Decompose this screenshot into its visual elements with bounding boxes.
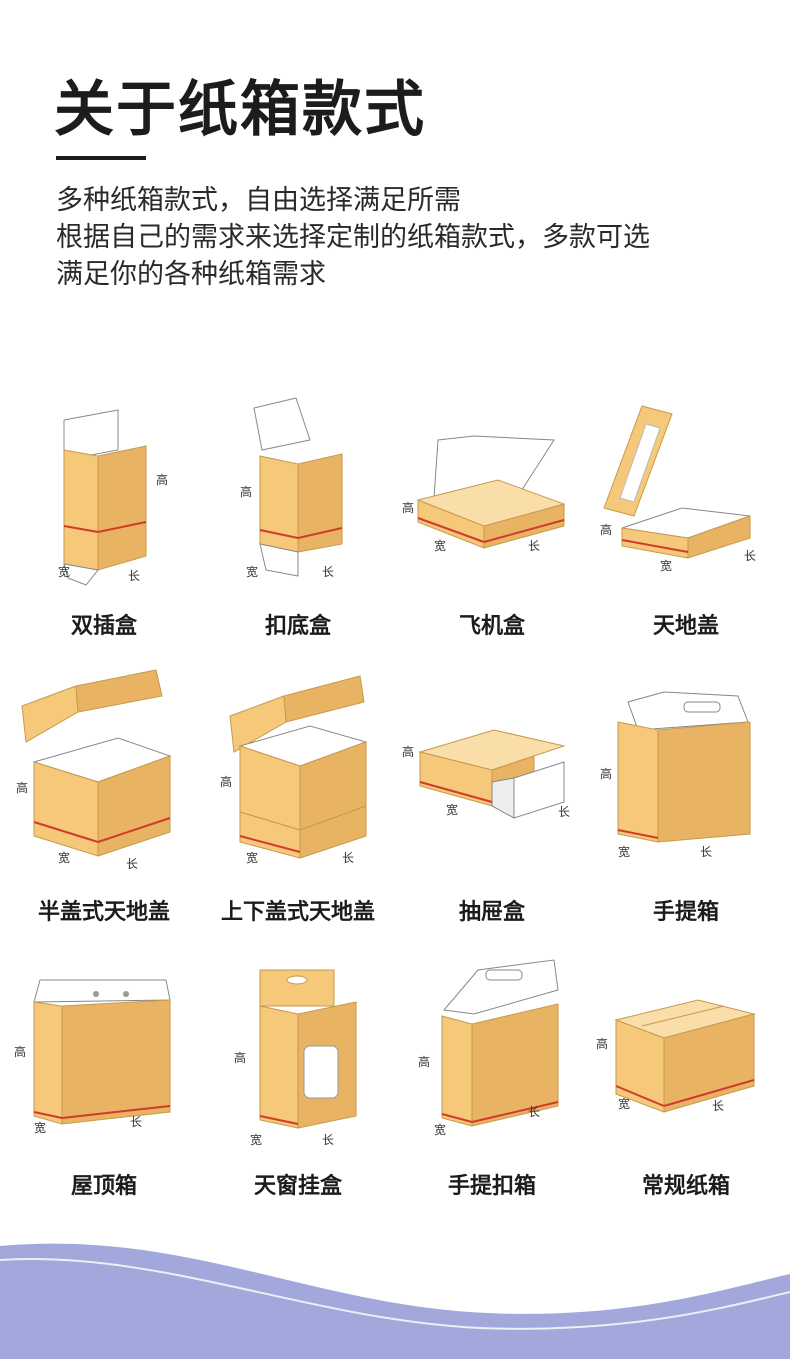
box-card-half-lid: 高 宽 长 半盖式天地盖: [6, 666, 202, 926]
page-title: 关于纸箱款式: [54, 75, 426, 145]
desc-line-3: 满足你的各种纸箱需求: [56, 259, 326, 290]
dim-long-label: 长: [528, 1105, 540, 1119]
window-hanger-box-illustration: 高 宽 长: [234, 969, 357, 1147]
dim-high-label: 高: [156, 472, 168, 487]
box-name: 手提箱: [652, 900, 719, 925]
dim-wide-label: 宽: [434, 1122, 446, 1137]
full-lid-box-illustration: 高 宽 长: [220, 675, 368, 865]
dim-high-label: 高: [220, 774, 232, 789]
box-card-handle-lock: 高 宽 长 手提扣箱: [394, 940, 590, 1200]
desc-line-2: 根据自己的需求来选择定制的纸箱款式，多款可选: [56, 222, 650, 253]
dim-high-label: 高: [402, 500, 414, 515]
dim-wide-label: 宽: [58, 850, 70, 865]
description: 多种纸箱款式，自由选择满足所需 根据自己的需求来选择定制的纸箱款式，多款可选 满…: [56, 182, 650, 293]
dim-wide-label: 宽: [34, 1120, 46, 1135]
dim-long-label: 长: [744, 549, 756, 563]
box-card-lock-bottom: 高 宽 长 扣底盒: [200, 380, 396, 640]
dim-high-label: 高: [418, 1054, 430, 1069]
box-card-double-tuck: 高 宽 长 双插盒: [6, 380, 202, 640]
handle-lock-box-illustration: 高 宽 长: [418, 959, 559, 1137]
dim-long-label: 长: [126, 857, 138, 871]
box-card-handle: 高 宽 长 手提箱: [588, 666, 784, 926]
box-card-top-bottom-lid: 高 宽 长 天地盖: [588, 380, 784, 640]
lock-bottom-box-illustration: 高 宽 长: [240, 397, 343, 579]
dim-wide-label: 宽: [434, 538, 446, 553]
box-name: 扣底盒: [264, 614, 331, 639]
dim-long-label: 长: [322, 1133, 334, 1147]
dim-long-label: 长: [558, 805, 570, 819]
title-underline: [56, 156, 146, 160]
box-name: 上下盖式天地盖: [220, 900, 375, 925]
box-card-window-hanger: 高 宽 长 天窗挂盒: [200, 940, 396, 1200]
dim-high-label: 高: [402, 744, 414, 759]
box-card-full-lid: 高 宽 长 上下盖式天地盖: [200, 666, 396, 926]
box-name: 常规纸箱: [641, 1174, 730, 1199]
box-card-airplane: 高 宽 长 飞机盒: [394, 380, 590, 640]
top-bottom-lid-illustration: 高 宽 长: [600, 405, 756, 573]
dim-wide-label: 宽: [618, 1096, 630, 1111]
handle-box-illustration: 高 宽 长: [600, 691, 751, 859]
box-name: 半盖式天地盖: [37, 900, 170, 925]
box-card-drawer: 高 宽 长 抽屉盒: [394, 666, 590, 926]
dim-long-label: 长: [700, 845, 712, 859]
dim-wide-label: 宽: [246, 850, 258, 865]
box-name: 抽屉盒: [458, 900, 525, 925]
dim-long-label: 长: [528, 539, 540, 553]
regular-carton-illustration: 高 宽 长: [596, 999, 756, 1113]
dim-long-label: 长: [712, 1099, 724, 1113]
dim-high-label: 高: [14, 1044, 26, 1059]
dim-wide-label: 宽: [250, 1132, 262, 1147]
drawer-box-illustration: 高 宽 长: [402, 729, 570, 819]
dim-wide-label: 宽: [246, 564, 258, 579]
dim-wide-label: 宽: [618, 844, 630, 859]
dim-wide-label: 宽: [660, 558, 672, 573]
dim-high-label: 高: [234, 1050, 246, 1065]
dim-long-label: 长: [130, 1115, 142, 1129]
dim-high-label: 高: [600, 522, 612, 537]
box-card-roof: 高 宽 长 屋顶箱: [6, 940, 202, 1200]
box-name: 手提扣箱: [447, 1174, 536, 1199]
dim-high-label: 高: [240, 484, 252, 499]
bottom-wave-decoration: [0, 1243, 790, 1359]
dim-long-label: 长: [322, 565, 334, 579]
box-name: 双插盒: [70, 614, 137, 639]
box-name: 飞机盒: [458, 614, 525, 639]
half-lid-box-illustration: 高 宽 长: [16, 669, 172, 871]
dim-wide-label: 宽: [58, 564, 70, 579]
box-name: 天窗挂盒: [253, 1174, 342, 1199]
box-card-regular-carton: 高 宽 长 常规纸箱: [588, 940, 784, 1200]
box-name: 屋顶箱: [70, 1174, 137, 1199]
desc-line-1: 多种纸箱款式，自由选择满足所需: [56, 185, 461, 216]
box-name: 天地盖: [652, 614, 719, 639]
dim-high-label: 高: [600, 766, 612, 781]
airplane-box-illustration: 高 宽 长: [402, 435, 566, 553]
roof-box-illustration: 高 宽 长: [14, 979, 171, 1135]
dim-long-label: 长: [128, 569, 140, 583]
double-tuck-box-illustration: 高 宽 长: [58, 409, 168, 586]
dim-long-label: 长: [342, 851, 354, 865]
dim-high-label: 高: [16, 780, 28, 795]
dim-high-label: 高: [596, 1036, 608, 1051]
dim-wide-label: 宽: [446, 802, 458, 817]
